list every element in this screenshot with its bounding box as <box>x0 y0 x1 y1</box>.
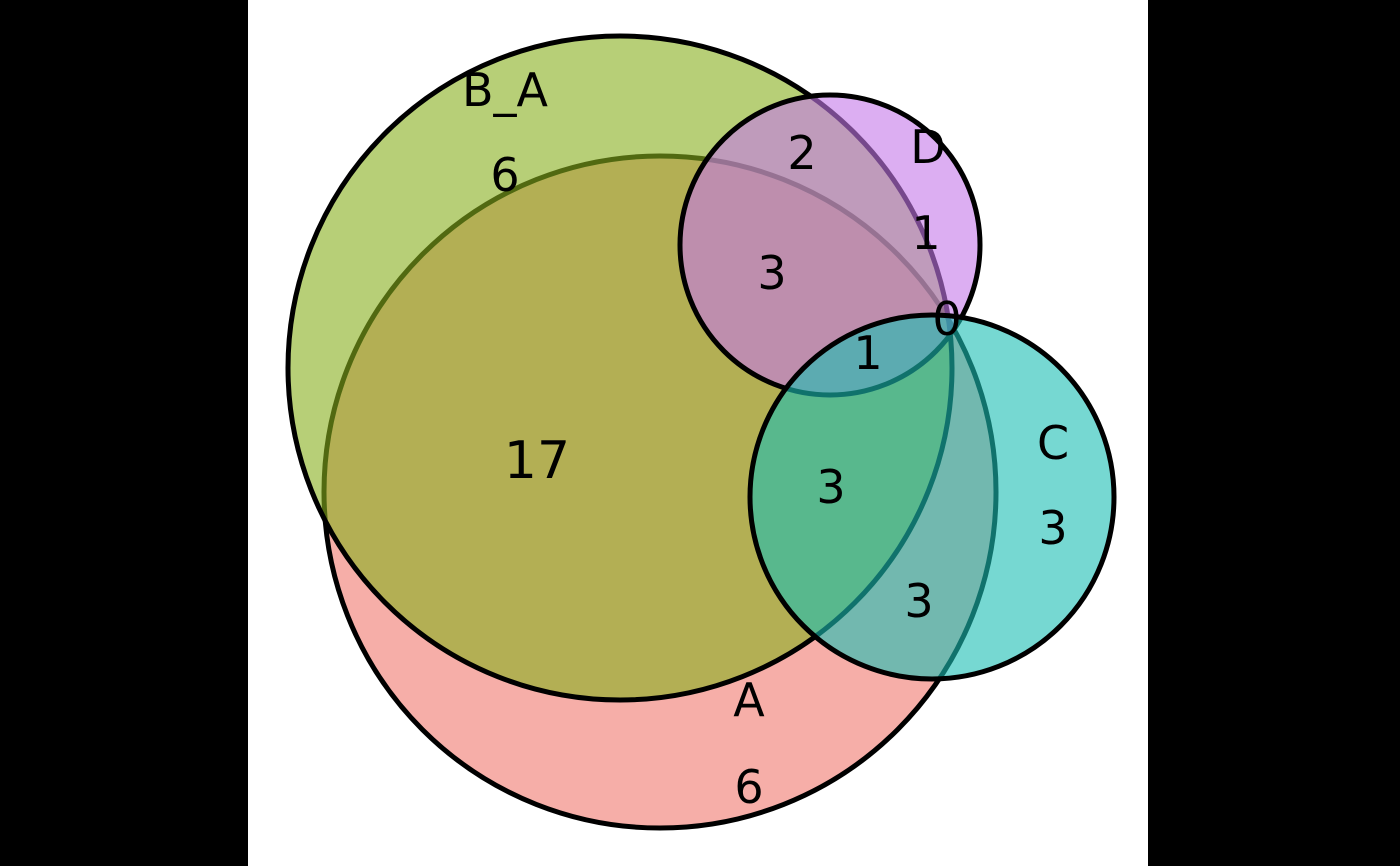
value-c-d: 0 <box>932 292 961 346</box>
value-a-c: 3 <box>904 574 933 628</box>
value-a-only: 6 <box>734 760 763 814</box>
value-a-b_a-c: 3 <box>816 460 845 514</box>
venn-circle-c <box>747 312 1117 682</box>
value-a-b_a-c-d: 1 <box>853 326 882 380</box>
value-d-only: 1 <box>911 206 940 260</box>
value-b_a-d: 2 <box>787 126 816 180</box>
value-a-b_a: 17 <box>504 431 570 491</box>
set-label-b_a: B_A <box>462 63 549 117</box>
value-c-only: 3 <box>1038 501 1067 555</box>
set-label-d: D <box>910 120 945 174</box>
set-label-c: C <box>1037 416 1069 470</box>
set-label-a: A <box>733 673 765 727</box>
value-b_a-only: 6 <box>490 148 519 202</box>
value-a-b_a-d: 3 <box>757 246 786 300</box>
